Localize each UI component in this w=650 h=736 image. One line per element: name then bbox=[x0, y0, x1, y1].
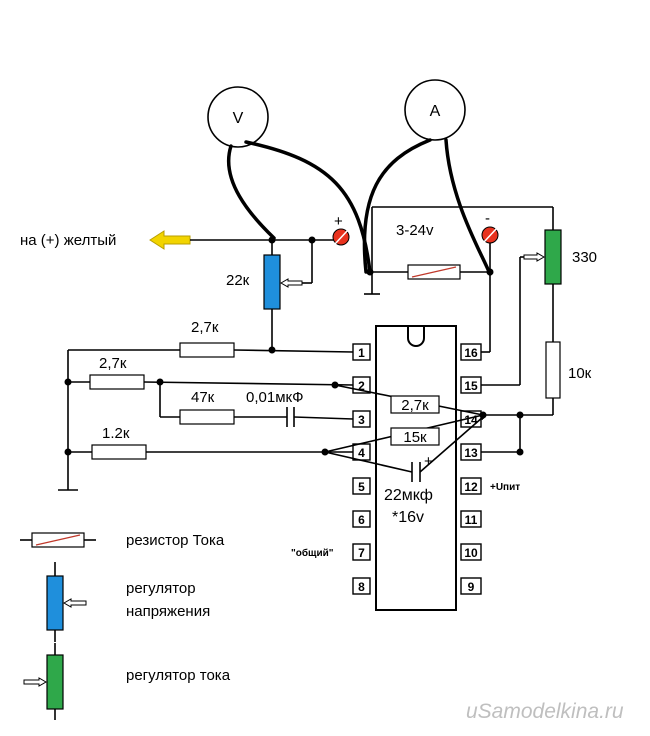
ammeter-label: A bbox=[430, 103, 441, 120]
current-pot bbox=[544, 229, 562, 285]
r-2k7-top-label: 2,7к bbox=[191, 319, 219, 336]
pin-left-4: 4 bbox=[352, 443, 371, 461]
cap-16v-label: *16v bbox=[392, 509, 424, 526]
resistor-2k7-box bbox=[390, 395, 440, 414]
meter-leads bbox=[227, 138, 492, 276]
pin-number: 2 bbox=[358, 379, 365, 393]
r-10k-label: 10к bbox=[568, 365, 592, 382]
pin-number: 1 bbox=[358, 346, 365, 360]
cap-001-label: 0,01мкФ bbox=[246, 389, 303, 406]
pot-22k-label: 22к bbox=[226, 272, 250, 289]
pin-left-5: 5 bbox=[352, 477, 371, 495]
plus-probe-icon bbox=[332, 228, 350, 246]
plus-sign: + bbox=[334, 213, 343, 230]
pin-number: 10 bbox=[464, 546, 478, 560]
r-15k-box-label: 15к bbox=[403, 429, 427, 446]
pin-number: 9 bbox=[468, 580, 475, 594]
pin-number: 16 bbox=[464, 346, 478, 360]
common-label: "общий" bbox=[291, 547, 334, 559]
chip bbox=[375, 325, 457, 611]
pin-left-6: 6 bbox=[352, 510, 371, 528]
legend-voltage-wiper-icon bbox=[62, 598, 87, 608]
legend-current-reg: регулятор тока bbox=[126, 667, 231, 684]
pin-number: 14 bbox=[464, 413, 478, 427]
minus-probe-icon bbox=[481, 226, 499, 244]
voltmeter: V bbox=[207, 86, 269, 148]
legend-current-reg-icon bbox=[46, 654, 64, 710]
resistor-1k2 bbox=[91, 444, 147, 460]
cap-22-label: 22мкф bbox=[384, 487, 433, 504]
legend: резистор Тока регулятор напряжения регул… bbox=[20, 532, 231, 720]
r-1k2-label: 1.2к bbox=[102, 425, 130, 442]
legend-voltage-reg-icon bbox=[46, 575, 64, 631]
pin-number: 6 bbox=[358, 513, 365, 527]
legend-current-wiper-icon bbox=[23, 677, 48, 687]
wiper-arrow-icon bbox=[279, 278, 303, 288]
supply-label: 3-24v bbox=[396, 222, 434, 239]
pin-left-3: 3 bbox=[352, 410, 371, 428]
cap-plus-sign: + bbox=[424, 453, 433, 470]
legend-current-resistor: резистор Тока bbox=[126, 532, 225, 549]
pin-right-11: 11 bbox=[460, 510, 482, 528]
chip-right-pins: 16 15 14 13 12 11 10 9 bbox=[460, 343, 482, 595]
pin-number: 11 bbox=[465, 513, 478, 527]
pin-number: 4 bbox=[358, 446, 365, 460]
pin-right-13: 13 bbox=[460, 443, 482, 461]
current-wiper-arrow-icon bbox=[523, 252, 546, 262]
pin-number: 3 bbox=[358, 413, 365, 427]
pin-left-8: 8 bbox=[352, 577, 371, 595]
output-label: на (+) желтый bbox=[20, 232, 116, 249]
resistor-15k-box bbox=[390, 427, 440, 446]
resistor-10k bbox=[545, 341, 561, 399]
pin-number: 8 bbox=[358, 580, 365, 594]
pin-left-7: 7 bbox=[352, 543, 371, 561]
r-47k-label: 47к bbox=[191, 389, 215, 406]
pot-330-label: 330 bbox=[572, 249, 597, 266]
pin-right-15: 15 bbox=[460, 376, 482, 394]
vcc-label: +Uпит bbox=[490, 482, 520, 493]
pin-number: 12 bbox=[464, 480, 478, 494]
legend-voltage-reg-1: регулятор bbox=[126, 580, 196, 597]
pin-right-9: 9 bbox=[460, 577, 482, 595]
minus-sign: - bbox=[485, 210, 490, 227]
pin-right-12: 12 bbox=[460, 477, 482, 495]
pin-number: 5 bbox=[358, 480, 365, 494]
pin-number: 13 bbox=[464, 446, 478, 460]
r-2k7-box-label: 2,7к bbox=[401, 397, 429, 414]
yellow-arrow-icon bbox=[149, 230, 191, 250]
voltmeter-label: V bbox=[233, 110, 244, 127]
resistor-2k7-top bbox=[179, 342, 235, 358]
resistor-47k bbox=[179, 409, 235, 425]
resistor-2k7-left bbox=[89, 374, 145, 390]
watermark: uSamodelkina.ru bbox=[466, 700, 624, 723]
pin-number: 15 bbox=[464, 379, 478, 393]
legend-voltage-reg-2: напряжения bbox=[126, 603, 210, 620]
pin-right-10: 10 bbox=[460, 543, 482, 561]
pin-right-16: 16 bbox=[460, 343, 482, 361]
junction-dots bbox=[64, 236, 524, 456]
r-2k7-left-label: 2,7к bbox=[99, 355, 127, 372]
pin-left-1: 1 bbox=[352, 343, 371, 361]
voltage-pot bbox=[263, 254, 281, 310]
chip-left-pins: 1 2 3 4 5 6 7 8 bbox=[352, 343, 371, 595]
pin-number: 7 bbox=[358, 546, 365, 560]
ammeter: A bbox=[404, 79, 466, 141]
